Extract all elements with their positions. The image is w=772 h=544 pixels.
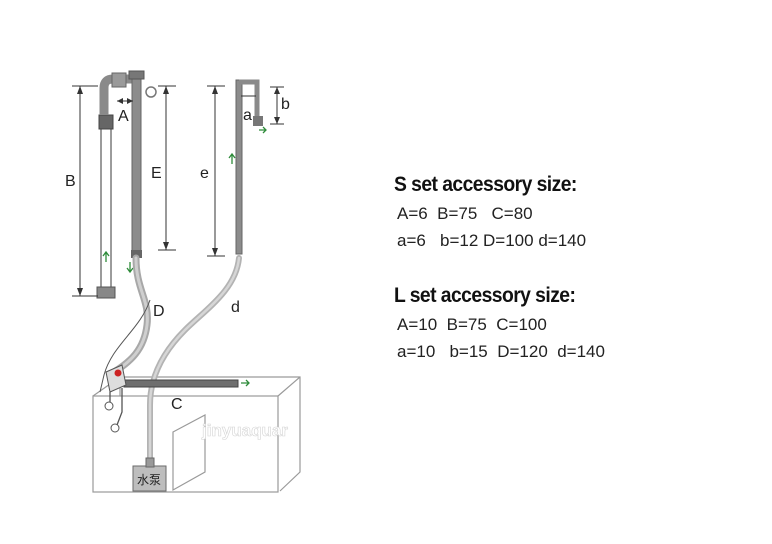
thin-wire	[99, 299, 151, 393]
air-valve-knob	[145, 86, 157, 98]
aquarium-tank	[92, 376, 301, 493]
top-connector	[111, 72, 127, 88]
dim-label-b: b	[281, 96, 290, 113]
dim-label-A: A	[118, 108, 129, 125]
return-pipe-assembly: a b e	[200, 79, 290, 257]
flexible-tube-d-inner	[148, 256, 241, 464]
return-vertical-pipe	[235, 79, 243, 255]
main-vertical-pipe	[131, 73, 142, 253]
flow-arrow-right-hook	[259, 126, 267, 134]
dim-label-e: e	[200, 165, 209, 182]
l-set-line-2: a=10 b=15 D=120 d=140	[397, 342, 605, 361]
overflow-inlet-ring-1	[104, 401, 114, 411]
flow-arrow-right-C	[241, 379, 250, 387]
s-set-line-2: a=6 b=12 D=100 d=140	[397, 231, 587, 250]
return-hook-end	[253, 116, 263, 126]
dim-label-D: D	[153, 303, 165, 320]
main-pipe-cap	[128, 70, 145, 80]
overflow-box	[104, 364, 127, 433]
l-set-section: L set accessory size: A=10 B=75 C=100 a=…	[394, 281, 605, 365]
left-tube-top-cap	[98, 114, 114, 130]
s-set-line-1: A=6 B=75 C=80	[397, 204, 533, 223]
s-set-section: S set accessory size: A=6 B=75 C=80 a=6 …	[394, 170, 593, 254]
l-set-line-1: A=10 B=75 C=100	[397, 315, 547, 334]
dim-label-E: E	[151, 165, 162, 182]
horizontal-pipe-C	[123, 379, 239, 388]
s-set-title: S set accessory size:	[394, 173, 577, 196]
main-pipe-bottom-fitting	[131, 250, 142, 258]
dim-label-C: C	[171, 396, 183, 413]
l-set-title: L set accessory size:	[394, 284, 576, 307]
flow-arrow-up-return	[228, 152, 236, 164]
flow-arrow-up-left	[102, 250, 110, 262]
flexible-tube-D-inner	[112, 256, 149, 374]
left-vertical-tube	[100, 127, 112, 291]
overflow-pipe-assembly: B A E	[65, 70, 176, 299]
flexible-tube-D	[110, 254, 151, 376]
left-tube-bottom-strainer	[96, 286, 116, 299]
flow-arrow-down-main	[126, 262, 134, 274]
dim-label-a: a	[243, 107, 252, 124]
watermark-text: jinyuaquar	[201, 421, 288, 440]
dim-label-d: d	[231, 299, 240, 316]
overflow-inlet-ring-2	[110, 423, 120, 433]
pump-label: 水泵	[137, 473, 161, 487]
dim-label-B: B	[65, 173, 76, 190]
